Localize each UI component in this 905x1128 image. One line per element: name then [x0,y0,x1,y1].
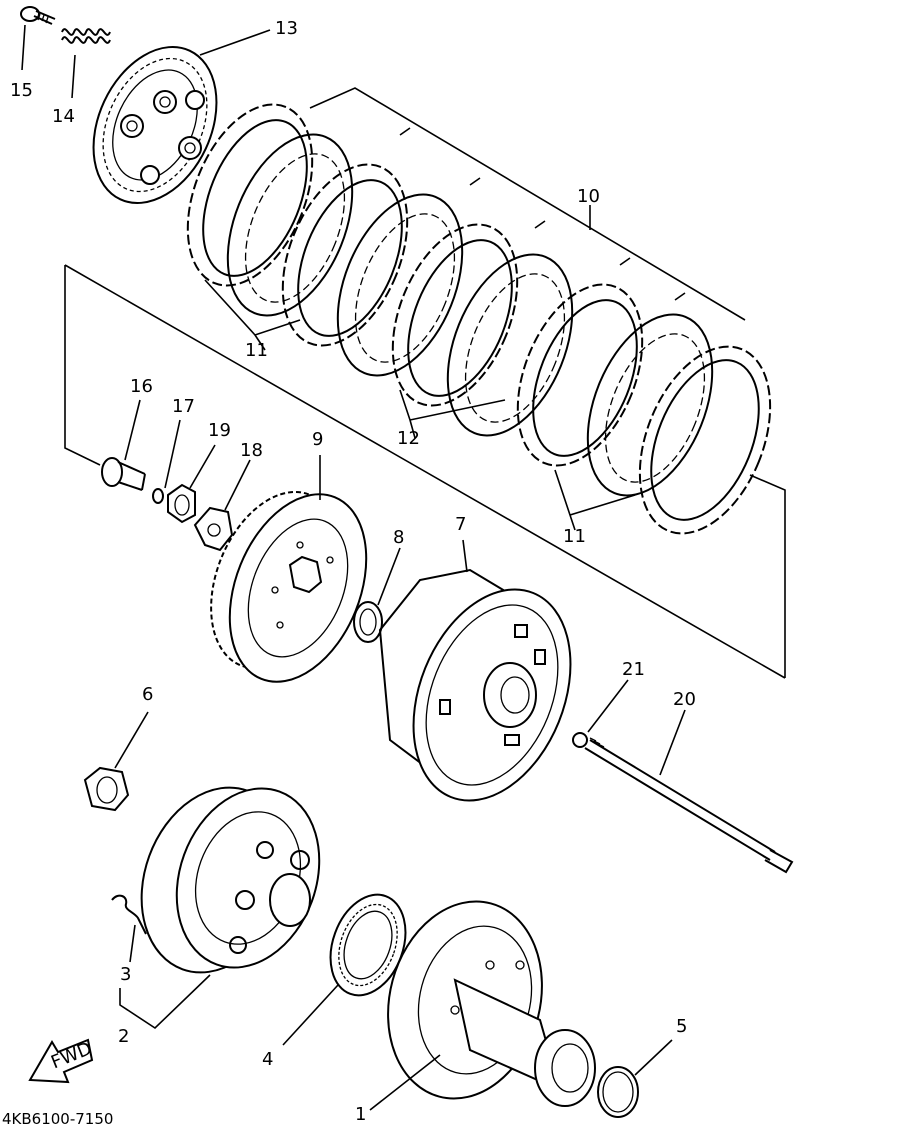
part-14-spring [61,28,111,44]
label-17: 17 [172,396,195,417]
label-7: 7 [455,514,466,535]
label-9: 9 [312,429,323,450]
leader-15 [21,24,26,71]
leader-12 [399,389,506,439]
part-9-primary-driven-gear [210,455,368,683]
label-8: 8 [393,527,404,548]
part-20-push-rod [584,709,794,874]
label-15: 15 [10,80,33,101]
label-12: 12 [397,428,420,449]
label-11b: 11 [563,526,586,547]
part-18-lock-washer [193,459,251,552]
leader-11b [554,469,636,531]
fwd-arrow-badge: FWD [28,1038,95,1084]
part-6-nut [83,711,149,812]
label-16: 16 [130,376,153,397]
label-13: 13 [275,18,298,39]
label-10: 10 [577,186,600,207]
label-21: 21 [622,659,645,680]
part-5-oring [597,1039,673,1118]
leader-11a [204,279,301,351]
label-11a: 11 [245,340,268,361]
part-17-ring [152,419,181,504]
part-16-bolt [101,399,146,491]
label-5: 5 [676,1016,687,1037]
label-3: 3 [120,964,131,985]
part-labels: 13 14 15 10 11 12 11 16 17 19 18 9 8 7 2… [10,18,696,1125]
label-19: 19 [208,420,231,441]
label-4: 4 [262,1049,273,1070]
label-14: 14 [52,106,75,127]
label-18: 18 [240,440,263,461]
part-4-bearing [282,893,407,1046]
part-7-clutch-housing [378,539,572,802]
document-code: 4KB6100-7150 [2,1110,113,1128]
part-21-ball [572,679,629,748]
label-6: 6 [142,684,153,705]
part-19-nut [167,444,216,524]
leader-13 [199,29,271,56]
label-1: 1 [355,1104,366,1125]
part-15-bolt [20,6,56,25]
part-8-circlip [353,547,401,643]
leader-14 [71,54,76,99]
part-3-pin [111,894,147,963]
clutch-plate-stack [186,103,772,535]
part-2-oneway-clutch [119,786,321,1030]
part-13-pressure-plate [92,46,218,204]
label-2: 2 [118,1026,129,1047]
part-1-drive-hub [369,900,596,1111]
label-20: 20 [673,689,696,710]
assembly-bracket [64,264,786,679]
leader-10 [309,87,746,321]
